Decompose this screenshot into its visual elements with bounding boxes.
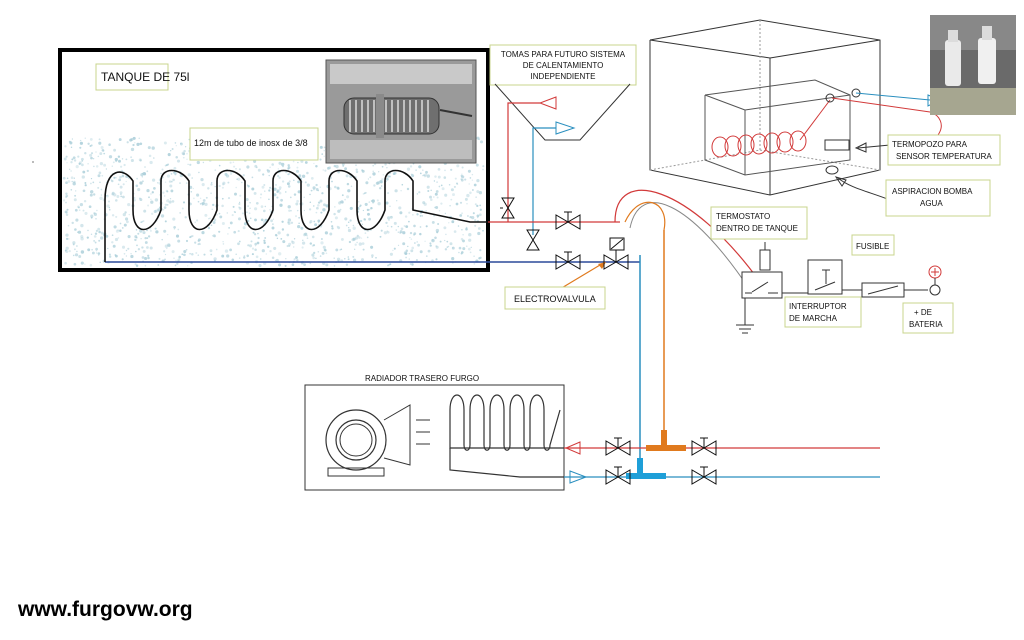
tank-coil (104, 169, 488, 262)
fan-icon (325, 409, 387, 471)
thermostat-label-2: DENTRO DE TANQUE (716, 224, 798, 233)
future-heating-taps: TOMAS PARA FUTURO SISTEMA DE CALENTAMIEN… (489, 44, 637, 235)
tank-title-box (95, 63, 169, 91)
thermostat-label-1: TERMOSTATO (716, 212, 770, 221)
thermostat-box (741, 271, 783, 299)
future-label-3: INDEPENDIENTE (531, 72, 596, 81)
future-cold-arrow (555, 121, 576, 135)
pump-label-2: AGUA (920, 199, 943, 208)
switch-label-2: DE MARCHA (789, 314, 838, 323)
tank-water (62, 136, 485, 268)
rear-radiator: RADIADOR TRASERO FURGO (304, 374, 880, 491)
switch-label-1: INTERRUPTOR (789, 302, 847, 311)
site-watermark: www.furgovw.org (17, 598, 193, 621)
electrovalve-label: ELECTROVALVULA (514, 294, 596, 304)
tank-3d (649, 19, 942, 201)
valves-top (500, 197, 629, 270)
battery-label-2: BATERIA (909, 320, 943, 329)
pump-photo (930, 15, 1016, 115)
future-label-1: TOMAS PARA FUTURO SISTEMA (501, 50, 626, 59)
thermowell-label-1: TERMOPOZO PARA (892, 140, 968, 149)
future-hot-arrow (538, 96, 557, 110)
pump-label-1: ASPIRACION BOMBA (892, 187, 973, 196)
future-funnel (494, 83, 631, 141)
tank-title: TANQUE DE 75l (101, 70, 189, 84)
electrical-circuit: TERMOSTATO DENTRO DE TANQUE FUSI (710, 206, 954, 334)
thermowell-label-2: SENSOR TEMPERATURA (896, 152, 992, 161)
fuse-label: FUSIBLE (856, 242, 889, 251)
radiator-coil (449, 394, 564, 451)
radiator-label: RADIADOR TRASERO FURGO (365, 374, 479, 383)
main-switch (807, 259, 843, 295)
tube-note: 12m de tubo de inosx de 3/8 (194, 138, 308, 148)
coil-photo (325, 59, 477, 164)
battery-label-1: + DE (914, 308, 932, 317)
future-label-2: DE CALENTAMIENTO (523, 61, 604, 70)
tank-3d-coil (711, 99, 831, 158)
tube-note-box (189, 127, 319, 161)
tank: TANQUE DE 75l 12m de tubo de inosx de 3/… (58, 48, 490, 272)
